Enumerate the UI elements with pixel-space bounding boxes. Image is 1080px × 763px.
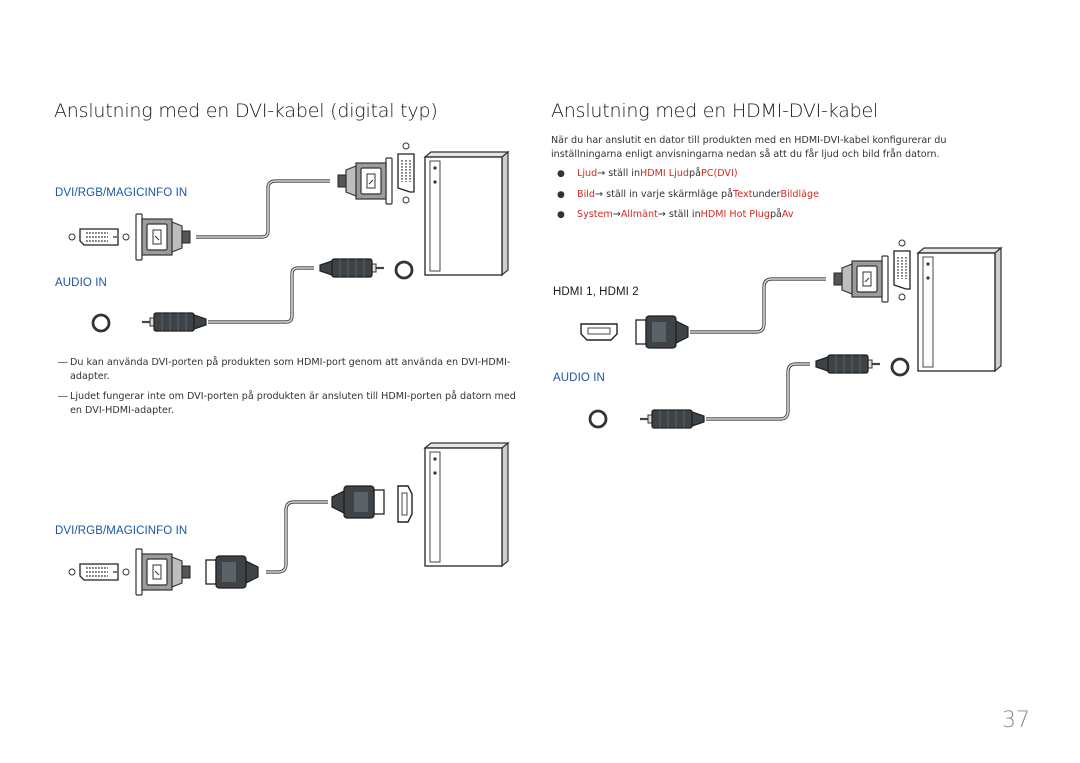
monitor-dvi-port-icon xyxy=(68,228,130,246)
pc-dvi-port-icon xyxy=(893,239,911,301)
pc-tower-icon xyxy=(424,151,509,276)
audio-plug-monitor-icon xyxy=(638,408,706,430)
intro-paragraph: När du har anslutit en dator till produk… xyxy=(551,135,947,160)
note-text: Ljudet fungerar inte om DVI-porten på pr… xyxy=(70,391,516,416)
note-item: ― Du kan använda DVI-porten på produkten… xyxy=(58,356,528,384)
bullet-item: ● System → Allmänt → ställ in HDMI Hot P… xyxy=(557,209,794,220)
pc-dvi-port-icon xyxy=(397,142,415,204)
hdmi-plug-pc-icon xyxy=(331,485,385,519)
notes-list: ― Du kan använda DVI-porten på produkten… xyxy=(58,356,528,418)
dvi-cable-diagram xyxy=(68,142,509,333)
monitor-audio-jack-icon xyxy=(588,409,608,429)
hdmi-plug-adapter-icon xyxy=(205,555,259,589)
dvi-port-label-top: DVI/RGB/MAGICINFO IN xyxy=(55,187,188,199)
bullet-dot: ● xyxy=(557,189,565,200)
audio-port-label-right: AUDIO IN xyxy=(553,372,605,384)
hdmi-port-label: HDMI 1, HDMI 2 xyxy=(553,286,639,298)
pc-audio-jack-icon xyxy=(890,357,910,377)
note-dash: ― xyxy=(58,357,68,368)
monitor-dvi-port-icon xyxy=(68,563,130,581)
audio-plug-pc-icon xyxy=(318,257,386,279)
note-item: ― Ljudet fungerar inte om DVI-porten på … xyxy=(58,390,528,418)
dvi-plug-pc-icon xyxy=(833,255,889,303)
bullet-dot: ● xyxy=(557,169,565,179)
bullet-dot: ● xyxy=(557,210,565,220)
monitor-audio-jack-icon xyxy=(91,313,111,333)
dvi-plug-monitor-icon xyxy=(135,213,191,261)
dvi-port-label-bottom: DVI/RGB/MAGICINFO IN xyxy=(55,525,188,537)
note-text: Du kan använda DVI-porten på produkten s… xyxy=(70,357,511,382)
pc-audio-jack-icon xyxy=(394,260,414,280)
right-section-heading: Anslutning med en HDMI-DVI-kabel xyxy=(551,100,879,122)
note-dash: ― xyxy=(58,391,68,402)
pc-tower-icon xyxy=(917,247,1002,372)
hdmi-plug-monitor-icon xyxy=(635,315,689,349)
audio-plug-pc-icon xyxy=(814,353,882,375)
bullet-item: ● Bild → ställ in varje skärmläge på Tex… xyxy=(557,188,820,200)
bullet-item: ● Ljud → ställ in HDMI Ljud på PC(DVI) xyxy=(557,168,738,179)
audio-port-label-left: AUDIO IN xyxy=(55,277,107,289)
dvi-adapter-icon xyxy=(135,548,191,596)
page-number: 37 xyxy=(1002,708,1030,733)
dvi-hdmi-adapter-diagram xyxy=(68,442,509,596)
hdmi-dvi-cable-diagram xyxy=(580,239,1002,430)
left-section-heading: Anslutning med en DVI-kabel (digital typ… xyxy=(54,100,438,122)
audio-plug-monitor-icon xyxy=(140,311,208,333)
dvi-plug-pc-icon xyxy=(337,157,393,205)
settings-bullet-list: ● Ljud → ställ in HDMI Ljud på PC(DVI) ●… xyxy=(557,167,819,229)
pc-tower-icon xyxy=(424,442,509,567)
